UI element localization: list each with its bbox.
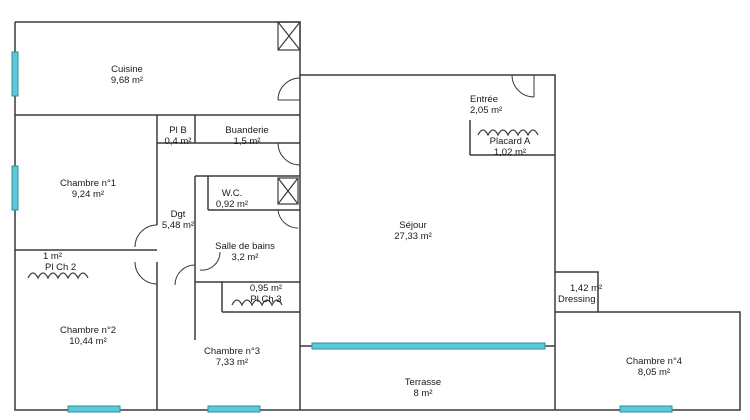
window-chambre3 xyxy=(207,405,261,413)
room-entree-name: Entrée xyxy=(470,94,498,105)
door-wc-arc xyxy=(277,209,299,229)
door-entree-arc xyxy=(511,74,535,98)
room-entree-area: 2,05 m² xyxy=(470,105,503,116)
door-c1-arc xyxy=(134,224,158,248)
room-chambre4-area: 8,05 m² xyxy=(637,367,671,378)
room-plb: Pl B 0,4 m² xyxy=(165,125,192,147)
doors xyxy=(134,74,535,286)
room-terrasse-name: Terrasse xyxy=(404,377,442,388)
room-plch2: 1 m² Pl Ch 2 xyxy=(43,251,76,273)
room-cuisine: Cuisine 9,68 m² xyxy=(111,64,143,86)
outer-wall xyxy=(14,21,741,411)
room-sejour-name: Séjour xyxy=(399,220,427,231)
room-cuisine-name: Cuisine xyxy=(111,64,143,75)
window-chambre2 xyxy=(67,405,121,413)
door-sdb-arc xyxy=(199,251,221,271)
room-dgt-area: 5,48 m² xyxy=(161,220,195,231)
room-chambre2-area: 10,44 m² xyxy=(69,336,107,347)
room-chambre3: Chambre n°3 7,33 m² xyxy=(204,346,260,368)
door-c2-arc xyxy=(134,261,158,285)
placard-a-hangers xyxy=(477,129,539,137)
room-chambre2-name: Chambre n°2 xyxy=(59,325,117,336)
plch2-hangers xyxy=(27,272,89,280)
window-terrasse xyxy=(311,342,546,350)
duct-wc-x2 xyxy=(277,177,299,205)
door-buanderie-arc xyxy=(277,142,301,166)
room-chambre1-name: Chambre n°1 xyxy=(59,178,117,189)
room-wc-name: W.C. xyxy=(221,188,243,199)
windows xyxy=(11,51,673,413)
window-cuisine xyxy=(11,51,19,97)
room-plb-area: 0,4 m² xyxy=(164,136,192,147)
room-plb-name: Pl B xyxy=(169,125,187,136)
duct-cuisine-x2 xyxy=(277,21,301,51)
room-terrasse-area: 8 m² xyxy=(413,388,433,399)
duct-cuisine xyxy=(277,21,301,51)
room-sejour-area: 27,33 m² xyxy=(394,231,432,242)
room-dgt-name: Dgt xyxy=(170,209,186,220)
room-plch3-area: 0,95 m² xyxy=(249,283,283,294)
room-placard-a-name: Placard A xyxy=(489,136,531,147)
window-chambre4 xyxy=(619,405,673,413)
room-dressing: 1,42 m² Dressing xyxy=(558,283,602,305)
room-terrasse: Terrasse 8 m² xyxy=(405,377,441,399)
room-dressing-area: 1,42 m² xyxy=(570,283,603,294)
room-buanderie-area: 1,5 m² xyxy=(233,136,261,147)
room-cuisine-area: 9,68 m² xyxy=(110,75,144,86)
room-chambre1-area: 9,24 m² xyxy=(71,189,105,200)
room-plch3: 0,95 m² Pl Ch 3 xyxy=(250,283,282,305)
room-dgt: Dgt 5,48 m² xyxy=(162,209,194,231)
duct-wc xyxy=(277,177,299,205)
room-chambre4: Chambre n°4 8,05 m² xyxy=(626,356,682,378)
window-chambre1 xyxy=(11,165,19,211)
room-chambre4-name: Chambre n°4 xyxy=(625,356,683,367)
plch3-hangers xyxy=(231,299,283,307)
room-buanderie-name: Buanderie xyxy=(225,125,269,136)
room-chambre3-name: Chambre n°3 xyxy=(203,346,261,357)
room-placard-a: Placard A 1,02 m² xyxy=(490,136,531,158)
room-entree: Entrée 2,05 m² xyxy=(470,94,502,116)
door-c3-arc xyxy=(174,264,196,286)
room-chambre3-area: 7,33 m² xyxy=(215,357,249,368)
room-sdb-area: 3,2 m² xyxy=(231,252,259,263)
room-dressing-name: Dressing xyxy=(558,294,596,305)
room-wc-area: 0,92 m² xyxy=(215,199,249,210)
room-wc: W.C. 0,92 m² xyxy=(216,188,248,210)
ducts xyxy=(277,21,301,205)
room-chambre2: Chambre n°2 10,44 m² xyxy=(60,325,116,347)
room-placard-a-area: 1,02 m² xyxy=(493,147,527,158)
room-plch2-name: Pl Ch 2 xyxy=(45,262,77,273)
room-sdb: Salle de bains 3,2 m² xyxy=(215,241,275,263)
room-sdb-name: Salle de bains xyxy=(215,241,275,252)
door-cuisine-arc xyxy=(277,77,301,101)
closet-hangers xyxy=(27,129,539,307)
room-sejour: Séjour 27,33 m² xyxy=(394,220,432,242)
room-buanderie: Buanderie 1,5 m² xyxy=(225,125,268,147)
room-plch3-name: Pl Ch 3 xyxy=(250,294,282,305)
room-plch2-area: 1 m² xyxy=(43,251,62,262)
room-chambre1: Chambre n°1 9,24 m² xyxy=(60,178,116,200)
